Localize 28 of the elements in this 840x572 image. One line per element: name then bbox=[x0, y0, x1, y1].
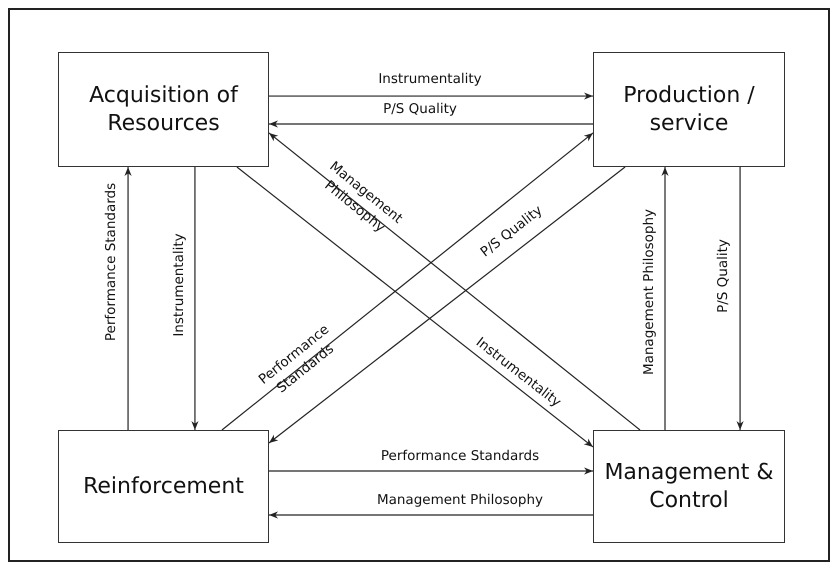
arrow bbox=[268, 166, 626, 444]
arrow bbox=[269, 120, 593, 128]
process-box bbox=[593, 52, 785, 167]
arrow bbox=[736, 167, 744, 430]
edge-label: Performance Standards bbox=[103, 182, 120, 342]
arrow bbox=[191, 167, 199, 430]
edge-label: Instrumentality bbox=[378, 71, 482, 89]
arrow bbox=[222, 132, 594, 430]
edge-label: Management Philosophy bbox=[376, 492, 544, 510]
box-label: Acquisition of Resources bbox=[88, 82, 240, 137]
arrow bbox=[269, 511, 593, 519]
edge-label: Performance Standards bbox=[380, 448, 540, 466]
edge-label: P/S Quality bbox=[715, 239, 732, 313]
edge-label: Management Philosophy bbox=[641, 208, 658, 376]
process-box bbox=[58, 430, 269, 543]
arrow bbox=[661, 167, 669, 430]
arrow bbox=[269, 92, 593, 100]
box-label: Management & Control bbox=[603, 459, 775, 514]
box-label: Production / service bbox=[622, 82, 756, 137]
edge-label: P/S Quality bbox=[383, 101, 457, 119]
arrow bbox=[269, 467, 593, 475]
box-label: Reinforcement bbox=[82, 472, 245, 500]
process-box bbox=[58, 52, 269, 167]
arrow bbox=[268, 132, 640, 430]
edge-label: Instrumentality bbox=[171, 233, 188, 337]
process-box bbox=[593, 430, 785, 543]
arrow bbox=[124, 167, 132, 430]
arrow bbox=[236, 166, 594, 448]
